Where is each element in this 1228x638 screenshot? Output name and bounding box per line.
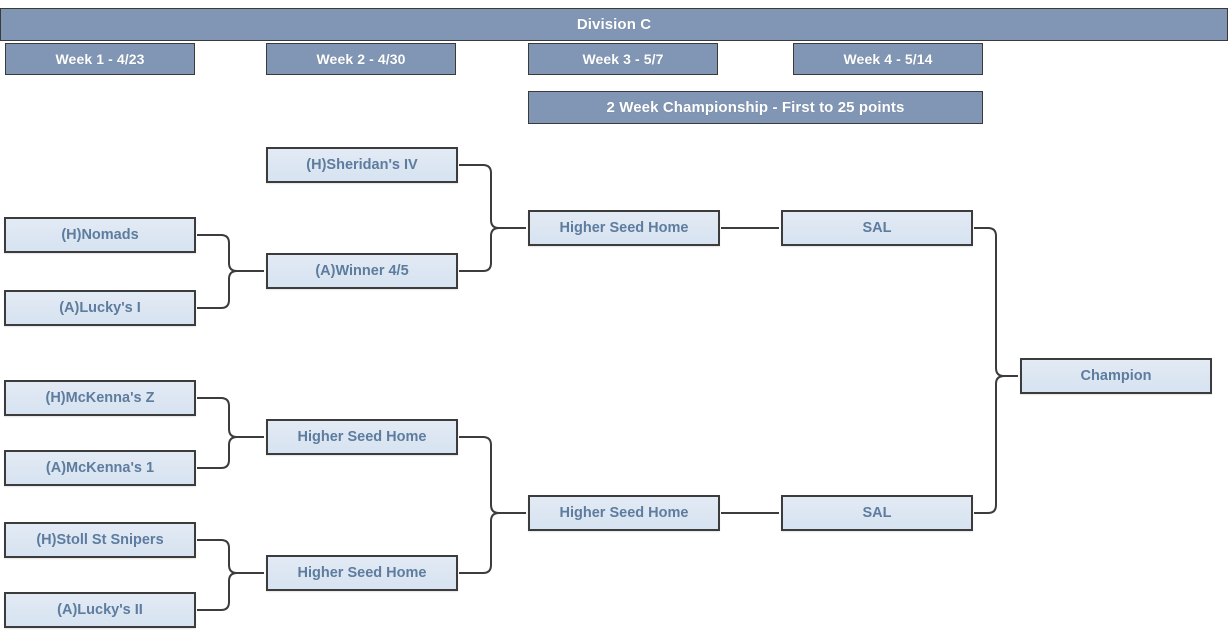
round1-stoll-st-snipers[interactable]: (H)Stoll St Snipers <box>4 522 196 558</box>
champion[interactable]: Champion <box>1020 358 1212 394</box>
championship-note-bar: 2 Week Championship - First to 25 points <box>528 91 983 124</box>
round2-sheridans-iv[interactable]: (H)Sheridan's IV <box>266 147 458 183</box>
round2-lower-stoll[interactable]: Higher Seed Home <box>266 555 458 591</box>
round4-bottom[interactable]: SAL <box>781 495 973 531</box>
round1-mckennas-1[interactable]: (A)McKenna's 1 <box>4 450 196 486</box>
division-title-bar: Division C <box>0 8 1228 41</box>
week-4-header: Week 4 - 5/14 <box>793 43 983 75</box>
round3-bottom[interactable]: Higher Seed Home <box>528 495 720 531</box>
round4-top[interactable]: SAL <box>781 210 973 246</box>
round1-luckys-i[interactable]: (A)Lucky's I <box>4 290 196 326</box>
round1-mckennas-z[interactable]: (H)McKenna's Z <box>4 380 196 416</box>
round3-top[interactable]: Higher Seed Home <box>528 210 720 246</box>
round2-winner-4-5[interactable]: (A)Winner 4/5 <box>266 253 458 289</box>
round1-nomads[interactable]: (H)Nomads <box>4 217 196 253</box>
round2-upper-mckenna[interactable]: Higher Seed Home <box>266 419 458 455</box>
week-3-header: Week 3 - 5/7 <box>528 43 718 75</box>
week-2-header: Week 2 - 4/30 <box>266 43 456 75</box>
round1-luckys-ii[interactable]: (A)Lucky's II <box>4 592 196 628</box>
week-1-header: Week 1 - 4/23 <box>5 43 195 75</box>
